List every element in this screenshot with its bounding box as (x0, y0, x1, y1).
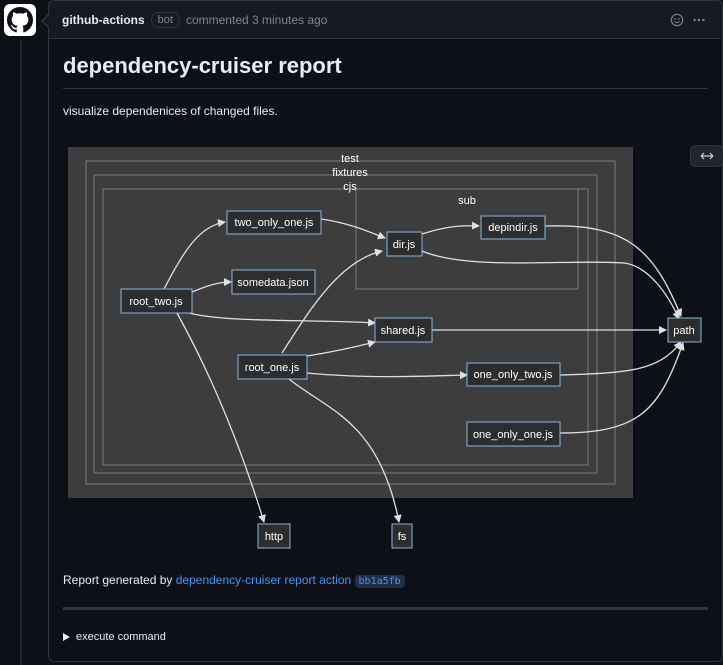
details-summary[interactable]: execute command (63, 631, 166, 643)
triangle-right-icon (63, 633, 70, 641)
node-two-only-one[interactable]: two_only_one.js (226, 210, 322, 235)
edge-two-only-one-to-dir (320, 218, 386, 240)
node-label: http (265, 531, 283, 543)
expand-horizontal-icon (700, 152, 714, 160)
details-summary-label: execute command (76, 631, 166, 643)
kebab-menu-icon[interactable] (692, 13, 706, 27)
report-intro: visualize dependenices of changed files. (63, 104, 278, 118)
edge-root-two-to-http (176, 312, 266, 523)
node-somedata[interactable]: somedata.json (231, 269, 316, 295)
node-shared[interactable]: shared.js (374, 317, 433, 343)
node-root-one[interactable]: root_one.js (237, 354, 308, 380)
edge-root-one-to-shared (306, 339, 376, 357)
edge-depindir-to-path (544, 225, 683, 317)
report-action-link[interactable]: dependency-cruiser report action (175, 573, 352, 587)
node-label: root_two.js (129, 296, 183, 308)
node-label: fs (398, 531, 407, 543)
avatar[interactable] (4, 4, 36, 36)
smiley-icon[interactable] (670, 13, 684, 27)
author-link[interactable]: github-actions (62, 12, 145, 27)
node-path[interactable]: path (667, 317, 702, 343)
edge-root-one-to-one-only-two (306, 371, 468, 380)
node-label: dir.js (393, 239, 416, 251)
report-footer: Report generated by dependency-cruiser r… (63, 573, 405, 588)
edge-root-two-to-somedata (191, 278, 232, 293)
node-label: one_only_two.js (474, 369, 553, 381)
report-title: dependency-cruiser report (63, 53, 708, 89)
node-label: root_one.js (245, 362, 300, 374)
edge-root-one-to-fs (288, 378, 402, 523)
cluster-cjs (102, 188, 589, 466)
node-one-only-one[interactable]: one_only_one.js (466, 421, 561, 447)
node-http[interactable]: http (257, 523, 291, 549)
node-root-two[interactable]: root_two.js (120, 288, 193, 314)
comment-box: github-actions bot commented 3 minutes a… (41, 0, 723, 662)
cluster-label-fixtures: fixtures (332, 167, 368, 179)
edge-root-two-to-shared (188, 312, 376, 327)
cluster-label-sub: sub (458, 195, 476, 207)
github-logo-icon (7, 7, 33, 33)
node-label: somedata.json (237, 277, 309, 289)
edge-one-only-one-to-path (559, 342, 685, 434)
timeline-line (20, 40, 22, 665)
edge-dir-to-depindir (421, 221, 480, 235)
dependency-graph: test fixtures cjs sub two_only_one.js (68, 147, 702, 549)
edge-root-one-to-dir (281, 248, 383, 354)
cluster-fixtures (93, 174, 598, 474)
edge-dir-to-path (421, 250, 680, 320)
comment-meta[interactable]: commented 3 minutes ago (185, 12, 328, 27)
node-fs[interactable]: fs (391, 523, 413, 549)
node-label: path (673, 325, 694, 337)
divider (63, 607, 708, 610)
comment-header: github-actions bot commented 3 minutes a… (49, 1, 722, 39)
node-label: depindir.js (488, 222, 538, 234)
commit-sha[interactable]: bb1a5fb (354, 575, 405, 588)
expand-graph-button[interactable] (690, 145, 723, 167)
cluster-label-cjs: cjs (343, 181, 357, 193)
cluster-sub (355, 188, 579, 290)
edges (163, 218, 685, 523)
edge-one-only-two-to-path (559, 341, 682, 376)
node-label: two_only_one.js (235, 217, 314, 229)
cluster-test (85, 160, 616, 485)
edge-root-two-to-two-only-one (163, 219, 226, 290)
bot-badge: bot (150, 11, 180, 28)
node-depindir[interactable]: depindir.js (480, 215, 546, 240)
node-label: one_only_one.js (473, 429, 554, 441)
cluster-label-test: test (341, 153, 359, 165)
node-one-only-two[interactable]: one_only_two.js (466, 362, 561, 387)
node-label: shared.js (381, 325, 426, 337)
footer-prefix: Report generated by (63, 573, 176, 587)
node-dir[interactable]: dir.js (386, 231, 423, 257)
